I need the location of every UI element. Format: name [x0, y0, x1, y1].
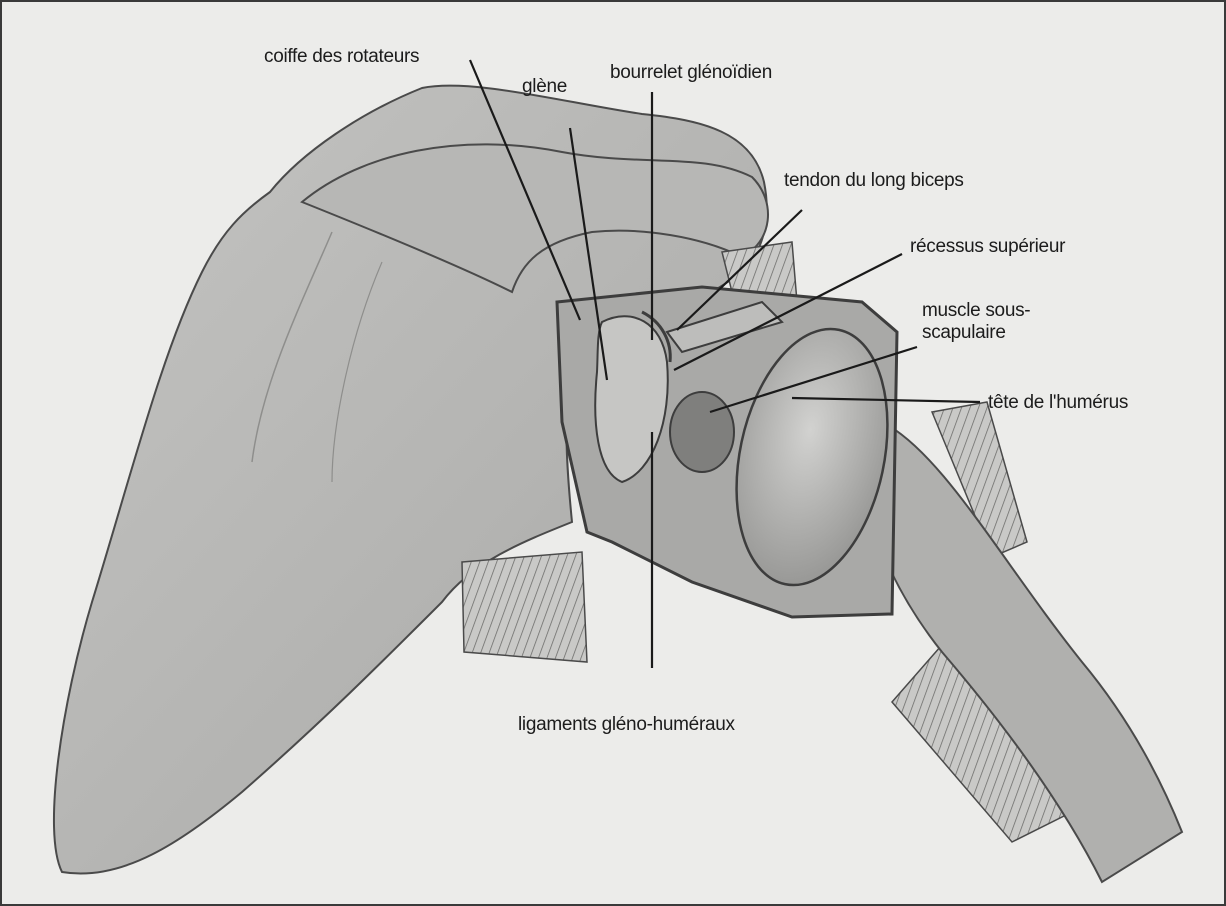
label-muscle-line1: muscle sous-	[922, 300, 1030, 322]
subscapularis-window	[670, 392, 734, 472]
label-bourrelet-glenoidien: bourrelet glénoïdien	[610, 62, 772, 84]
label-tendon-du-long-biceps: tendon du long biceps	[784, 170, 964, 192]
label-muscle-line2: scapulaire	[922, 322, 1030, 344]
label-glene: glène	[522, 76, 567, 98]
label-ligaments-gleno-humeraux: ligaments gléno-huméraux	[518, 714, 735, 736]
label-muscle-sous-scapulaire: muscle sous- scapulaire	[922, 300, 1030, 344]
tendon-fibers-lower	[462, 552, 587, 662]
label-coiffe-des-rotateurs: coiffe des rotateurs	[264, 46, 419, 68]
label-tete-de-l-humerus: tête de l'humérus	[988, 392, 1128, 414]
label-recessus-superieur: récessus supérieur	[910, 236, 1065, 258]
